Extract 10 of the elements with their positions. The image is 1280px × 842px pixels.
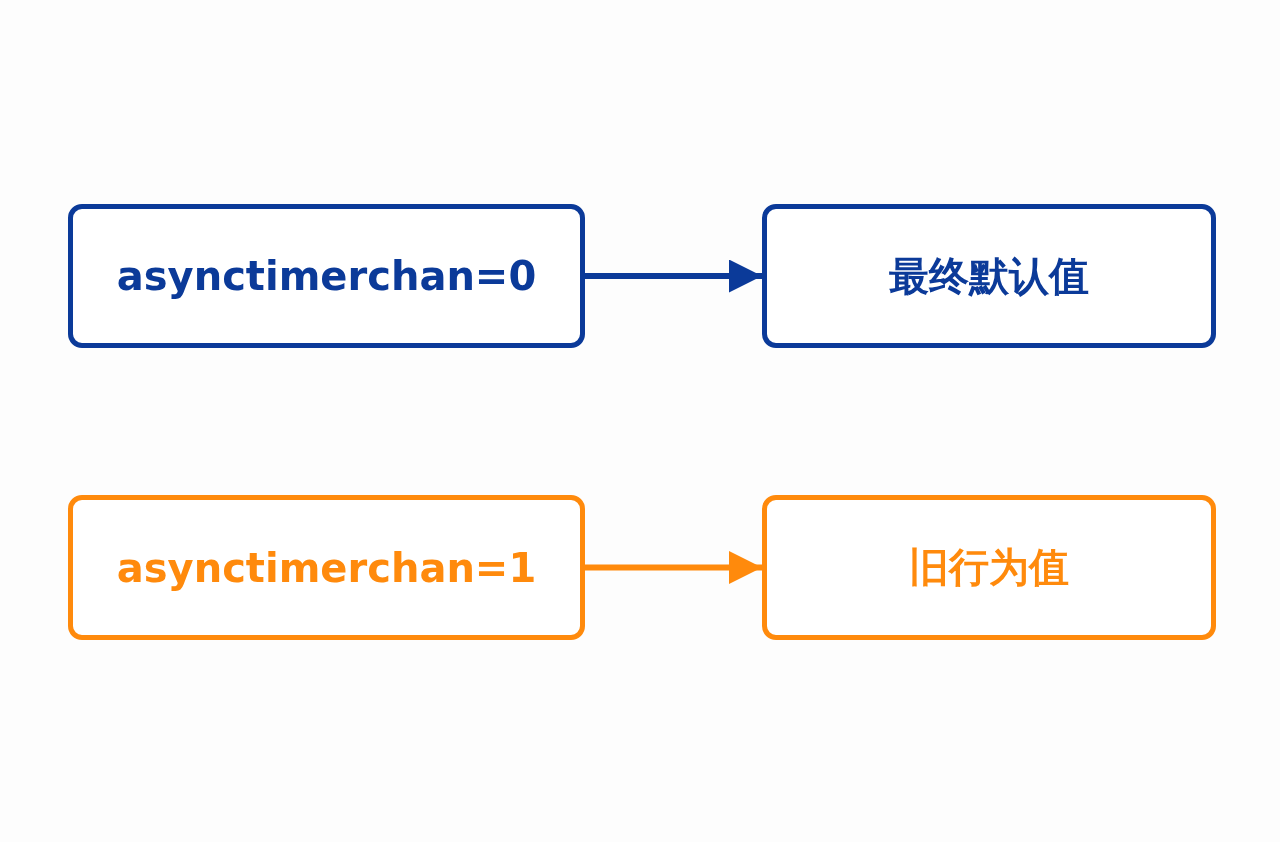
box-label: asynctimerchan=1 (116, 544, 537, 591)
process-box (762, 495, 1216, 640)
process-box (68, 204, 585, 348)
process-box (68, 495, 585, 640)
arrow (585, 551, 762, 584)
box-label: asynctimerchan=0 (116, 253, 537, 299)
box-label: 旧行为值 (909, 543, 1069, 592)
process-box (762, 204, 1216, 348)
arrow (585, 259, 762, 293)
box-label: 最终默认值 (889, 251, 1089, 301)
